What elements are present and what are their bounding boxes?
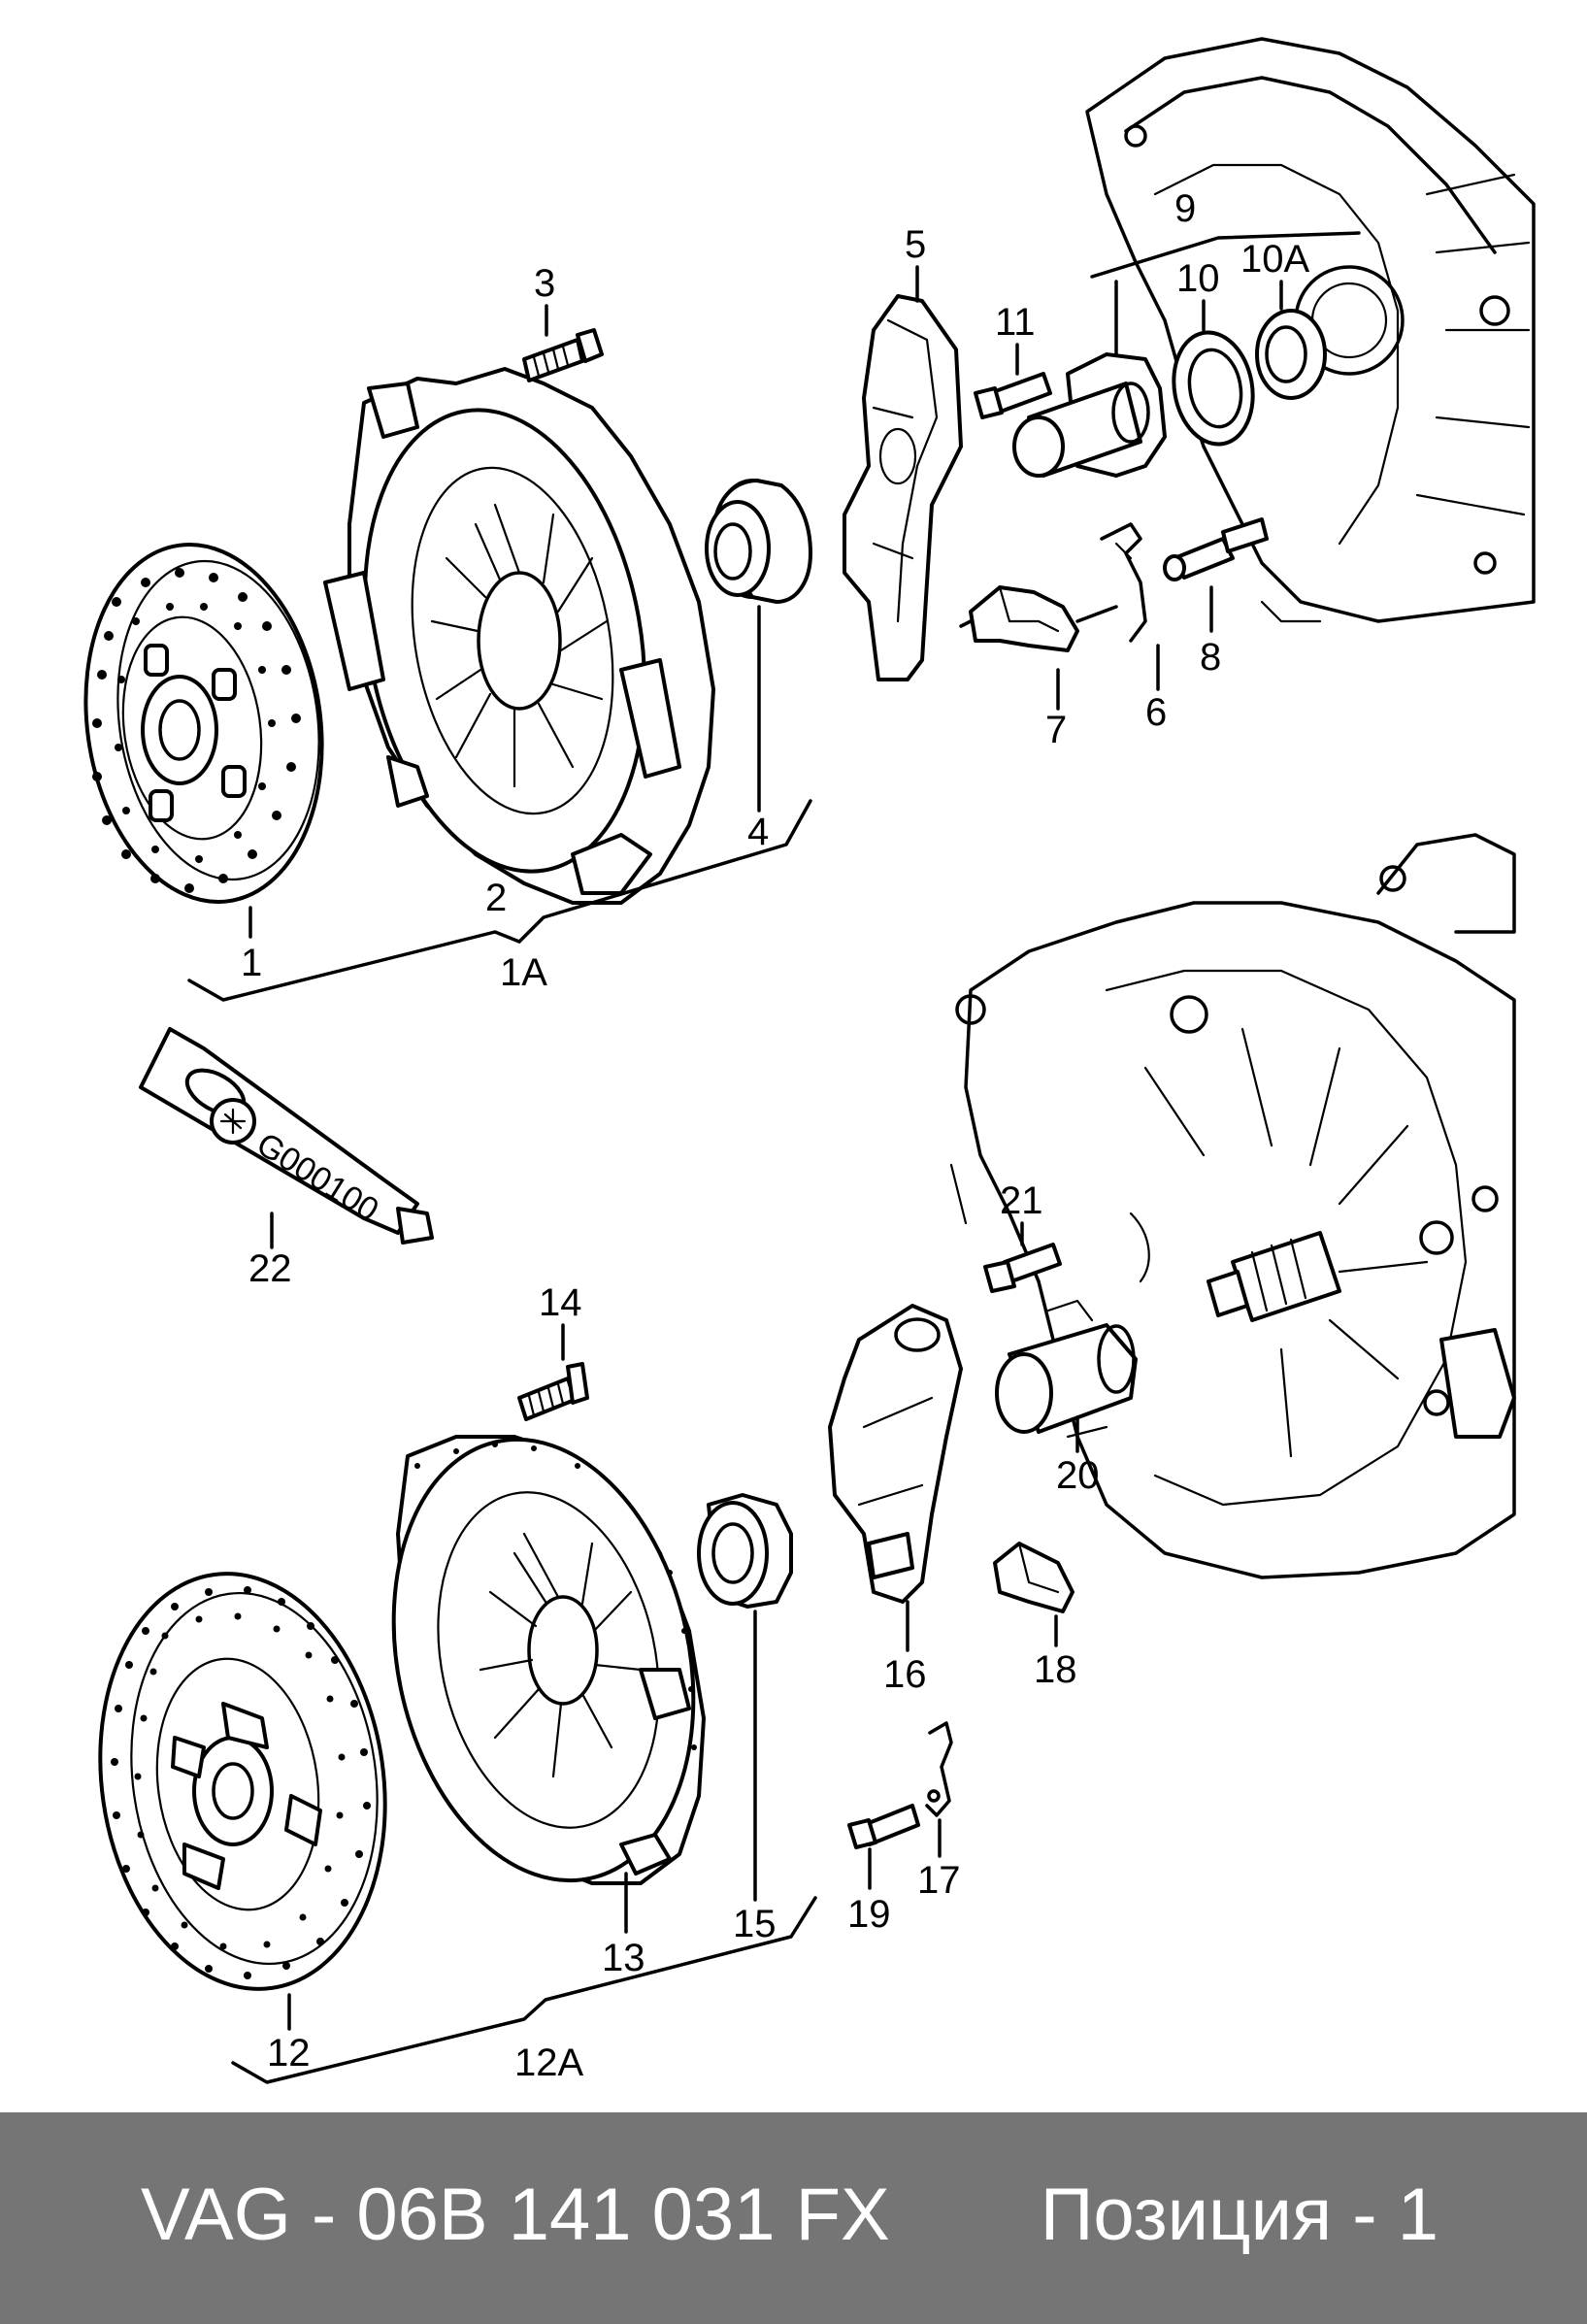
callout-10A: 10A (1240, 238, 1309, 281)
callout-12: 12 (267, 2032, 311, 2075)
guide-sleeve-9 (1012, 352, 1167, 478)
bolt-3 (522, 328, 604, 382)
release-bearing-upper (705, 479, 812, 604)
release-bearing-lower (697, 1493, 793, 1609)
callout-9: 9 (1174, 187, 1196, 230)
pressure-plate-lower (391, 1435, 706, 1885)
grease-tube-22: G000100 22 (139, 1027, 434, 1290)
clutch-disc-lower (98, 1572, 387, 1991)
gearbox-housing-lower (949, 833, 1516, 1579)
callout-16: 16 (883, 1653, 927, 1696)
callout-22: 22 (248, 1247, 292, 1290)
clutch-exploded-diagram: 3 5 9 10 10A 11 6 7 8 4 2 1 1A (83, 37, 1536, 2084)
callout-20: 20 (1056, 1454, 1100, 1497)
lower-callouts: 14 21 20 16 18 17 19 15 13 12 12A (231, 1179, 1100, 2084)
bolt-19 (847, 1804, 920, 1849)
callout-4: 4 (747, 811, 769, 853)
callout-1A: 1A (500, 951, 547, 994)
seal-10A (1255, 309, 1327, 400)
clip-17 (925, 1721, 953, 1817)
callout-8: 8 (1200, 636, 1221, 679)
callout-19: 19 (847, 1893, 891, 1936)
callout-2: 2 (485, 877, 507, 919)
callout-5: 5 (905, 223, 926, 266)
bracket-7 (959, 585, 1118, 652)
footer-bar: VAG - 06B 141 031 FX Позиция - 1 (0, 2112, 1587, 2324)
release-lever-upper (843, 294, 963, 681)
bolt-11 (974, 372, 1052, 419)
gearbox-housing-upper (1085, 37, 1536, 623)
pressure-plate-upper (323, 367, 715, 905)
gasket-10 (1172, 330, 1255, 447)
guide-sleeve-20 (995, 1299, 1138, 1439)
callout-21: 21 (1000, 1179, 1043, 1222)
callout-3: 3 (534, 262, 555, 305)
bolt-21 (983, 1243, 1062, 1293)
callout-17: 17 (917, 1859, 961, 1902)
part-number: VAG - 06B 141 031 FX (141, 2174, 890, 2256)
callout-12A: 12A (514, 2042, 583, 2084)
clip-6 (1100, 522, 1147, 643)
callout-18: 18 (1034, 1648, 1077, 1691)
callout-6: 6 (1145, 691, 1167, 734)
clutch-disc-upper (83, 543, 324, 904)
callout-14: 14 (539, 1281, 582, 1324)
callout-13: 13 (602, 1937, 645, 1979)
upper-callouts: 3 5 9 10 10A 11 6 7 8 4 2 1 1A (187, 187, 1361, 1002)
release-lever-lower (828, 1304, 963, 1604)
callout-11: 11 (995, 301, 1036, 344)
stud-8 (1163, 517, 1269, 581)
callout-10: 10 (1176, 257, 1220, 300)
callout-1: 1 (241, 942, 262, 984)
bolt-14 (517, 1362, 589, 1421)
bracket-18 (993, 1542, 1075, 1613)
callout-7: 7 (1045, 709, 1067, 751)
position-label: Позиция - 1 (1040, 2174, 1438, 2256)
callout-15: 15 (733, 1903, 777, 1945)
